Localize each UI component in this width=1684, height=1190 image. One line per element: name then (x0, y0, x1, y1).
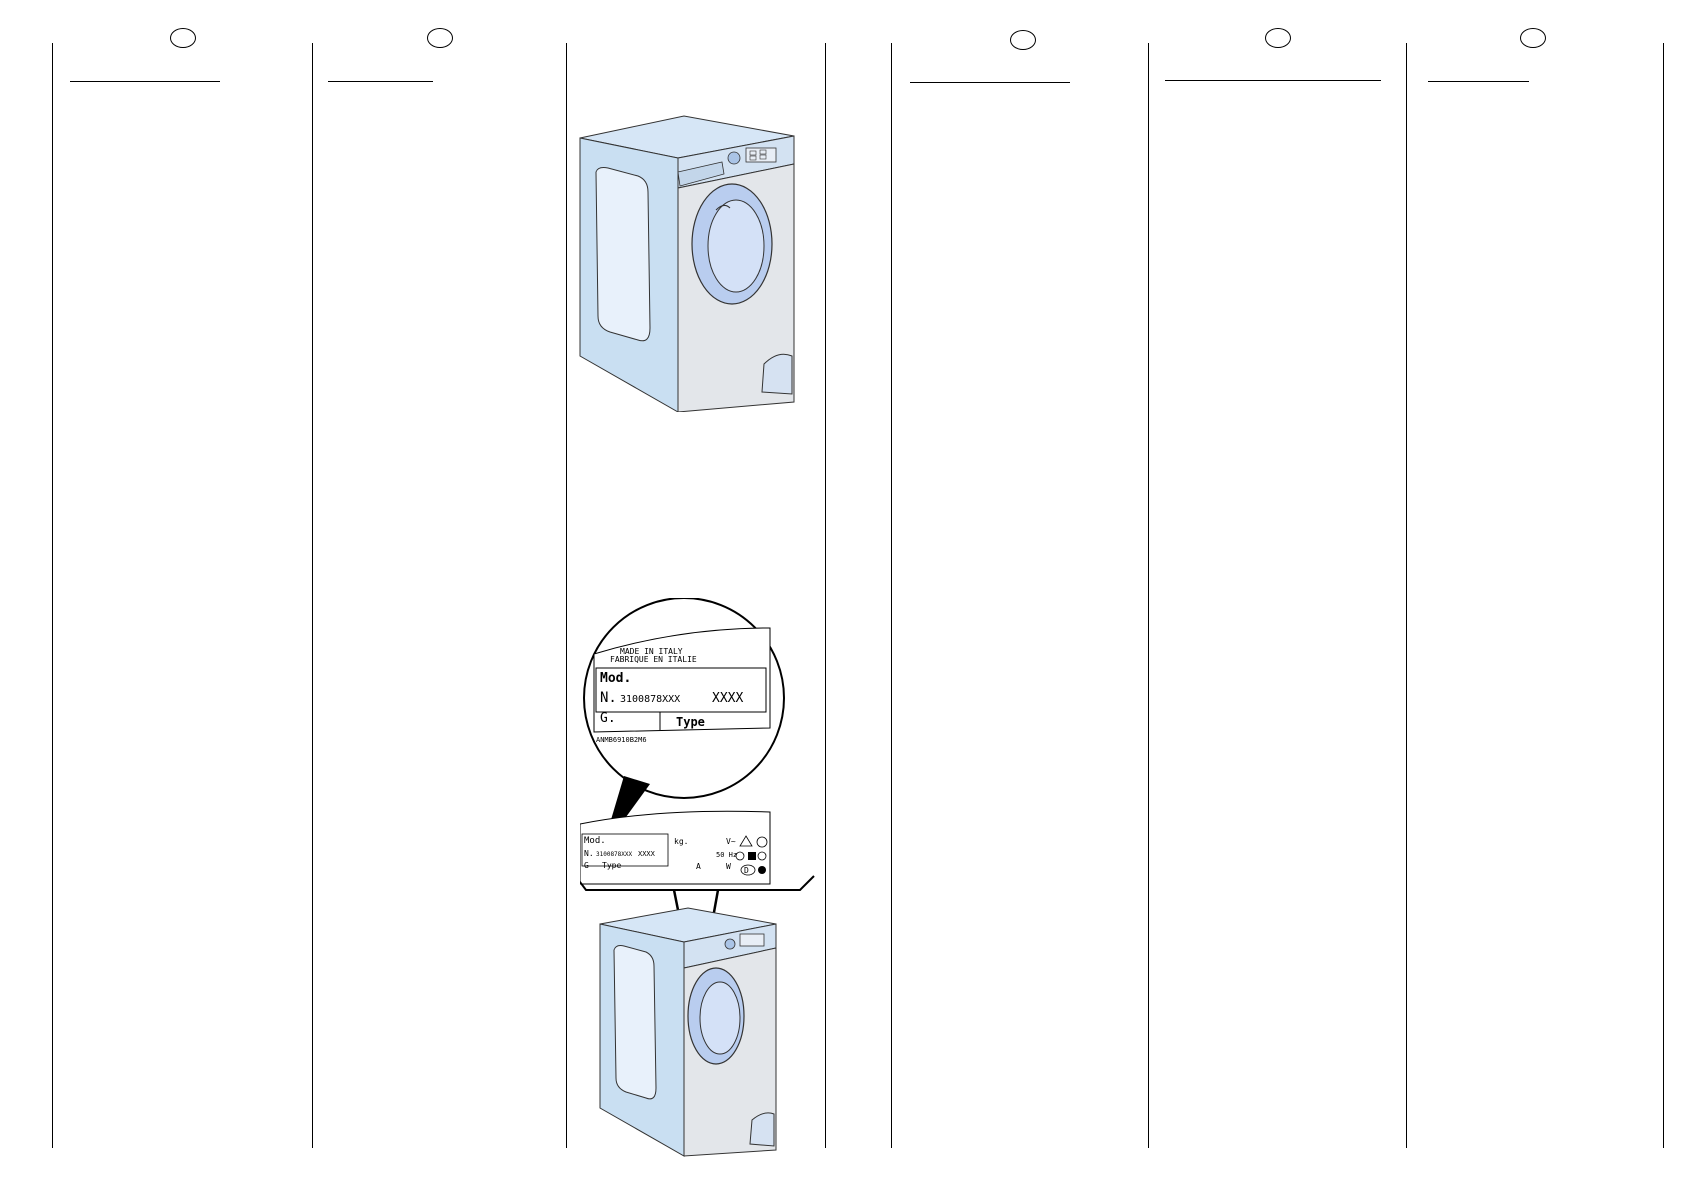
d-mark-icon (740, 864, 756, 876)
plate-serial-suffix: XXXX (712, 691, 743, 706)
washer-door-glass (707, 199, 765, 293)
washer-drawer (677, 161, 725, 187)
washer-side-recess (613, 945, 657, 1100)
washer-door-handle (715, 204, 731, 211)
heading-underline (70, 81, 220, 82)
program-knob-icon (724, 938, 736, 950)
certification-mark-icon (756, 836, 768, 848)
column-divider (1406, 43, 1407, 1148)
display-buttons (749, 155, 757, 161)
column-divider (891, 43, 892, 1148)
display-buttons (739, 933, 765, 947)
plate-type-label: Type (676, 715, 705, 729)
small-plate-serial-value: 3100878XXX (596, 851, 633, 858)
warning-triangle-icon (739, 835, 753, 847)
program-knob-icon (727, 151, 741, 165)
small-plate-freq-label: 50 Hz (716, 851, 737, 859)
plate-type-tab (659, 711, 766, 730)
plate-made-in: MADE IN ITALY (620, 647, 683, 656)
small-plate-kg-label: kg. (674, 837, 688, 846)
plate-code: ANMB6910B2M6 (596, 736, 647, 744)
language-badge (427, 28, 453, 48)
plate-mod-label: Mod. (600, 671, 631, 686)
column-divider (825, 43, 826, 1148)
small-plate-g-label: G (584, 861, 589, 870)
plate-fabrique: FABRIQUE EN ITALIE (610, 655, 697, 664)
language-badge (170, 28, 196, 48)
language-badge (1265, 28, 1291, 48)
display-buttons (759, 154, 767, 160)
certification-mark-icon (748, 852, 756, 860)
display-buttons (759, 149, 767, 155)
small-plate-voltage-label: V~ (726, 837, 736, 846)
plate-bracket (580, 875, 815, 891)
washer-filter-door (761, 353, 793, 395)
plate-g-label: G. (600, 711, 616, 726)
small-plate-serial-suffix: XXXX (638, 850, 656, 858)
d-mark-label: D (744, 866, 749, 875)
washer-door-glass (699, 981, 741, 1055)
heading-underline (1165, 80, 1381, 81)
rating-plate-illustration: MADE IN ITALY FABRIQUE EN ITALIE Mod. N.… (580, 598, 815, 1157)
washing-machine-illustration (579, 115, 795, 412)
small-plate-serial-label: N. (584, 849, 594, 858)
small-plate-amp-label: A (696, 862, 701, 871)
small-plate-model-box (581, 833, 669, 867)
heading-underline (910, 82, 1070, 83)
certification-mark-icon (758, 866, 766, 874)
column-divider (1148, 43, 1149, 1148)
language-badge (1010, 30, 1036, 50)
display-buttons (749, 150, 757, 156)
certification-mark-icon (757, 851, 767, 861)
column-divider (52, 43, 53, 1148)
certification-mark-icon (735, 851, 745, 861)
small-plate-mod-label: Mod. (584, 836, 606, 846)
small-plate-watt-label: W (726, 862, 731, 871)
language-badge (1520, 28, 1546, 48)
plate-outline (593, 627, 771, 733)
washer-side-recess (595, 167, 651, 342)
heading-underline (1428, 81, 1529, 82)
column-divider (1663, 43, 1664, 1148)
small-plate-outline (580, 810, 771, 885)
column-divider (312, 43, 313, 1148)
washer-filter-door (749, 1112, 775, 1147)
column-divider (566, 43, 567, 1148)
small-plate-type-label: Type (602, 861, 621, 870)
plate-serial-label: N. (600, 690, 617, 706)
heading-underline (328, 81, 433, 82)
plate-serial-value: 3100878XXX (620, 694, 680, 705)
